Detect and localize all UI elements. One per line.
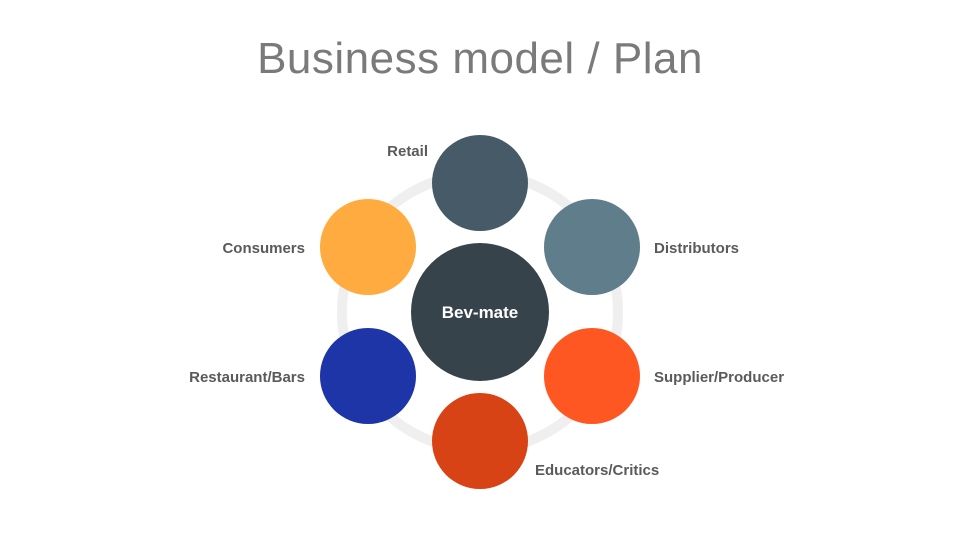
node-educators-critics (432, 393, 528, 489)
center-hub (411, 243, 549, 381)
node-distributors (544, 199, 640, 295)
node-supplier-producer (544, 328, 640, 424)
center-hub-label: Bev-mate (442, 303, 519, 322)
node-consumers (320, 199, 416, 295)
node-restaurant-bars-label: Restaurant/Bars (189, 369, 305, 386)
node-educators-critics-label: Educators/Critics (535, 462, 659, 479)
node-retail-label: Retail (387, 143, 428, 160)
slide-title: Business model / Plan (257, 34, 703, 83)
node-distributors-label: Distributors (654, 240, 739, 257)
node-restaurant-bars (320, 328, 416, 424)
node-retail (432, 135, 528, 231)
node-supplier-producer-label: Supplier/Producer (654, 369, 784, 386)
node-consumers-label: Consumers (222, 240, 305, 257)
